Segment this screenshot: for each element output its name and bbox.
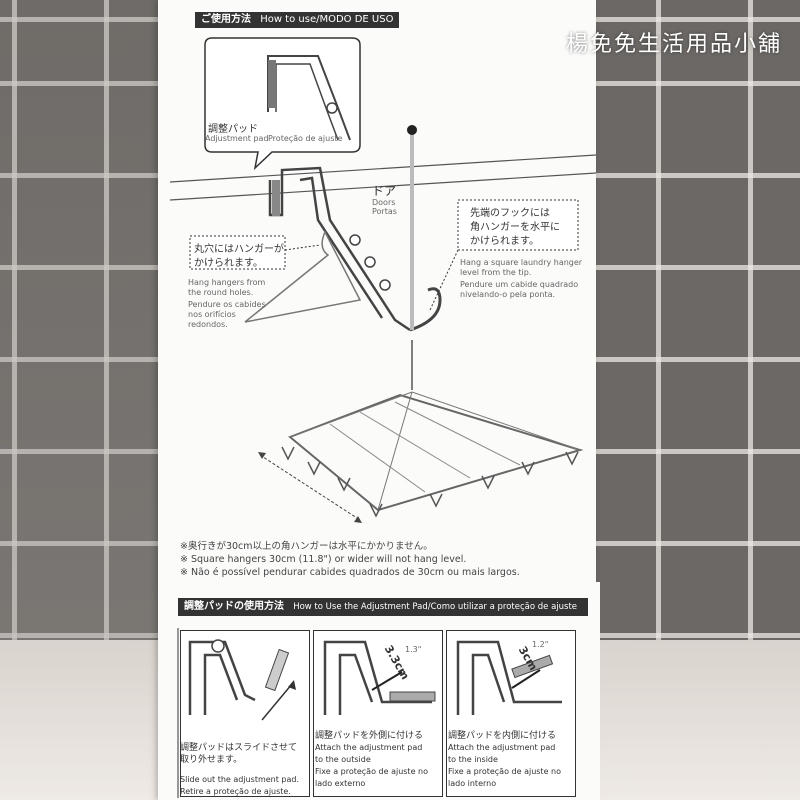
- pad-header-jp: 調整パッドの使用方法: [184, 601, 284, 612]
- panel3-en1: Attach the adjustment pad: [448, 743, 556, 752]
- panel2-en2: to the outside: [315, 755, 371, 764]
- tip-callout-jp1: 先端のフックには: [470, 208, 550, 219]
- warning-note: ※奥行きが30cm以上の角ハンガーは水平にかかりません。 ※ Square ha…: [180, 540, 520, 579]
- warning-jp: ※奥行きが30cm以上の角ハンガーは水平にかかりません。: [180, 541, 433, 552]
- pad-panel-3: [446, 630, 576, 797]
- tip-callout-en: Hang a square laundry hanger level from …: [460, 258, 583, 277]
- panel3-jp1: 調整パッドを内側に付ける: [448, 731, 557, 741]
- panel3-en2: to the inside: [448, 755, 498, 764]
- holes-callout-jp1: 丸穴にはハンガーが: [194, 244, 284, 255]
- pad-label-pt: Proteção de ajuste: [268, 134, 343, 143]
- usage-header-en: How to use/MODO DE USO: [260, 14, 394, 25]
- tip-hook: [409, 287, 442, 332]
- panel2-pt1: Fixe a proteção de ajuste no: [315, 767, 428, 776]
- holes-callout-pt: Pendure os cabides nos orifícios redondo…: [188, 300, 266, 329]
- watermark: 楊免免生活用品小舖: [565, 32, 782, 57]
- pad-header-en: How to Use the Adjustment Pad/Como utili…: [293, 602, 578, 612]
- warning-pt: ※ Não é possível pendurar cabides quadra…: [180, 567, 520, 578]
- panel1-pt: Retire a proteção de ajuste.: [180, 787, 291, 796]
- tip-callout-jp2: 角ハンガーを水平に: [470, 222, 560, 233]
- holes-callout-box: [189, 235, 286, 270]
- panel2-jp1: 調整パッドを外側に付ける: [315, 731, 424, 741]
- door-label-pt: Portas: [372, 207, 397, 216]
- panel3-text: 調整パッドを内側に付ける Attach the adjustment pad t…: [448, 730, 578, 790]
- panel2-inch: 1.3": [405, 645, 422, 654]
- clothes-hanger-icon: [244, 230, 362, 323]
- pad-panel-1: [180, 630, 310, 797]
- pad-zoom-icon: [268, 60, 276, 108]
- pad-header: 調整パッドの使用方法 How to Use the Adjustment Pad…: [178, 599, 590, 615]
- panel2-text: 調整パッドを外側に付ける Attach the adjustment pad t…: [315, 730, 445, 790]
- panel2-pt2: lado externo: [315, 779, 366, 788]
- panel3-pt1: Fixe a proteção de ajuste no: [448, 767, 561, 776]
- usage-header: ご使用方法 How to use/MODO DE USO: [195, 12, 400, 28]
- tip-callout-pt: Pendure um cabide quadrado nivelando-o p…: [460, 280, 579, 299]
- panel1-text: 調整パッドはスライドさせて 取り外せます。 Slide out the adju…: [180, 742, 310, 798]
- panel3-pt2: lado interno: [448, 779, 497, 788]
- panel1-jp1: 調整パッドはスライドさせて: [180, 743, 298, 753]
- door-label-en: Doors: [372, 198, 396, 207]
- tip-callout-jp3: かけられます。: [470, 236, 539, 247]
- door-label-jp: ドア: [372, 184, 397, 198]
- clothespin-icons: [281, 446, 579, 518]
- pad-label-en: Adjustment pad: [205, 134, 269, 143]
- warning-en: ※ Square hangers 30cm (11.8") or wider w…: [180, 554, 467, 565]
- usage-header-jp: ご使用方法: [201, 14, 251, 25]
- round-hole: [349, 234, 361, 246]
- pad-label-jp: 調整パッド: [208, 124, 258, 135]
- panel3-inch: 1.2": [532, 640, 549, 649]
- tip-callout-box: [457, 199, 579, 251]
- panel2-en1: Attach the adjustment pad: [315, 743, 423, 752]
- zoom-bubble: [204, 37, 361, 171]
- pad-panel-2: [313, 630, 443, 797]
- holes-callout-en: Hang hangers from the round holes.: [188, 278, 266, 297]
- panel1-en: Slide out the adjustment pad.: [180, 775, 300, 784]
- door-line: [169, 154, 597, 183]
- panel1-jp2: 取り外せます。: [180, 755, 243, 765]
- holes-callout-jp2: かけられます。: [194, 258, 263, 269]
